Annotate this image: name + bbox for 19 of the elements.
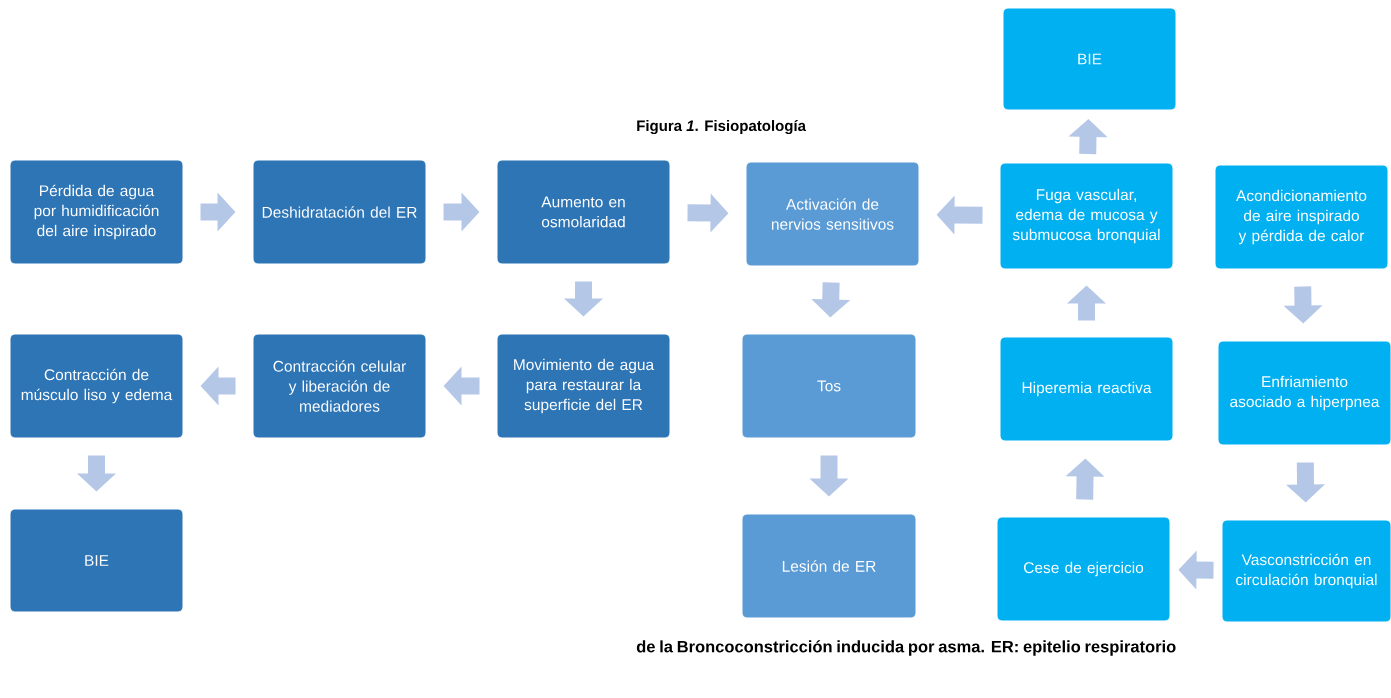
process-box: Tos [741,333,917,439]
process-box: Aumento en osmolaridad [496,159,671,265]
process-box: Lesión de ER [741,513,917,619]
figure-caption: de la Broncoconstricción inducida por asma. ER: epitelio respiratorio [636,640,1176,656]
process-box: Cese de ejercicio [996,516,1171,622]
process-box: Hiperemia reactiva [999,336,1174,442]
process-box: Acondicionamiento de aire inspirado y pérdida de calor [1214,164,1389,270]
process-box: BIE [9,508,184,613]
process-box: Fuga vascular, edema de mucosa y submucosa bronquial [999,162,1174,270]
process-box: Deshidratación del ER [252,159,427,265]
process-box: Pérdida de agua por humidificación del aire inspirado [9,159,184,265]
process-box: Vasconstricción en circulación bronquial [1221,519,1391,623]
process-box: BIE [1002,7,1177,111]
process-box: Enfriamiento asociado a hiperpnea [1217,340,1391,446]
process-box: Contracción de músculo liso y edema [9,333,184,439]
process-box: Movimiento de agua para restaurar la superficie del ER [496,333,671,439]
process-box: Contracción celular y liberación de mediadores [252,333,427,439]
process-box: Activación de nervios sensitivos [745,161,920,267]
figure-title: Figura 1. Fisiopatología [637,119,807,135]
